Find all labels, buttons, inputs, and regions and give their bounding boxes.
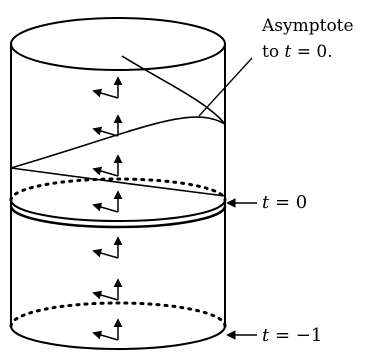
trajectory-front-lower: [10, 167, 226, 197]
asymptote-label-prefix: to: [262, 42, 284, 62]
t-zero-rest: = 0: [269, 192, 307, 213]
tilted-arrow: [92, 248, 119, 259]
top-rim: [10, 17, 226, 71]
trajectory-back: [10, 116, 226, 169]
asymptote-label-var: t: [284, 42, 291, 62]
tilted-arrow: [92, 202, 119, 213]
t-zero-var: t: [262, 192, 270, 213]
t-zero-band: [9, 177, 227, 229]
trajectory: [10, 55, 226, 197]
t-zero-back-dotted: [9, 177, 227, 202]
tilted-arrow: [92, 290, 119, 301]
tilted-arrow: [92, 166, 119, 177]
asymptote-label-line1: Asymptote: [261, 16, 354, 36]
tilted-arrow: [92, 330, 119, 341]
t-zero-label: t = 0: [262, 192, 307, 213]
t-zero-ring-lower: [9, 205, 227, 229]
asymptote-label-line2: to t = 0.: [262, 42, 333, 62]
bottom-rim-front: [10, 325, 226, 350]
trajectory-front-upper: [121, 55, 226, 125]
tilted-arrow: [92, 126, 119, 137]
t-minus-one-label: t = −1: [262, 325, 322, 346]
t-minus-one-rest: = −1: [269, 325, 322, 346]
cylinder: [9, 17, 227, 350]
tilted-arrow: [92, 88, 119, 99]
asymptote-pointer: [198, 57, 253, 117]
bottom-rim-back: [9, 301, 227, 328]
t-minus-one-var: t: [262, 325, 270, 346]
asymptote-label-suffix: = 0.: [291, 42, 332, 62]
vector-field: [92, 76, 123, 341]
t-zero-ring-upper: [10, 199, 226, 222]
